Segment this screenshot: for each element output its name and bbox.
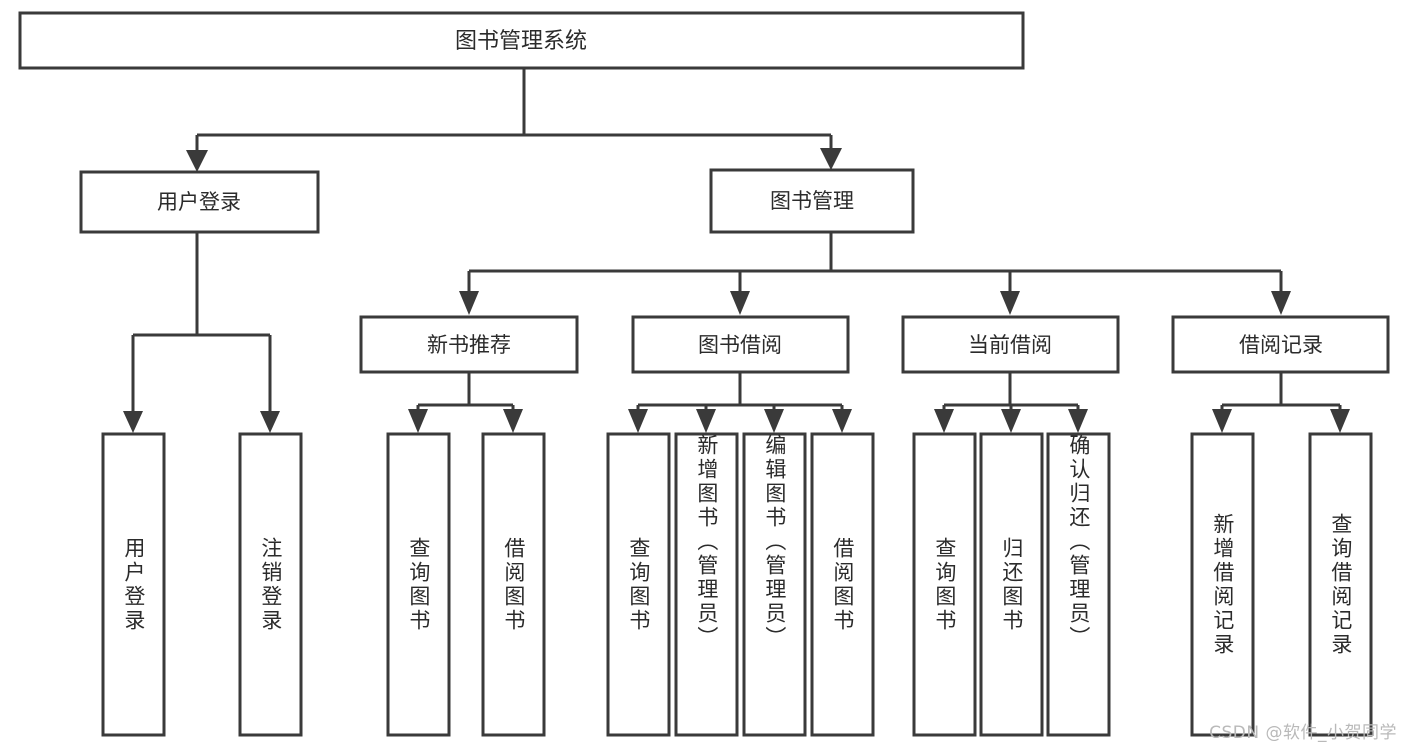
arrow-head-leaf-query-book-2 — [628, 409, 648, 433]
node-box-leaf-add-record[interactable] — [1190, 432, 1255, 737]
arrow-head-new-book-recommend — [459, 291, 479, 315]
node-book-borrow[interactable]: 图书借阅 — [631, 315, 850, 374]
arrow-head-leaf-confirm-return — [1068, 409, 1088, 433]
node-user-login[interactable]: 用户登录 — [79, 170, 320, 234]
node-box-leaf-query-book-2[interactable] — [606, 432, 671, 737]
node-box-leaf-borrow-book-2[interactable] — [810, 432, 875, 737]
arrow-head-borrow-record — [1271, 291, 1291, 315]
arrow-head-leaf-add-record — [1212, 409, 1232, 433]
arrow-head-leaf-user-login — [123, 411, 143, 433]
connector-group-user-login — [123, 232, 280, 433]
node-root[interactable]: 图书管理系统 — [18, 11, 1025, 70]
node-box-root[interactable] — [18, 11, 1025, 70]
arrow-head-user-login — [186, 150, 208, 172]
node-box-user-login[interactable] — [79, 170, 320, 234]
connector-group-book-borrow — [628, 372, 852, 433]
node-box-current-borrow[interactable] — [901, 315, 1120, 374]
arrow-head-leaf-edit-book — [764, 409, 784, 433]
node-box-leaf-query-book-1[interactable] — [386, 432, 451, 737]
arrow-head-book-manage — [820, 148, 842, 170]
node-book-manage[interactable]: 图书管理 — [709, 168, 915, 234]
leaf-boxes — [101, 432, 1373, 737]
connector-group-current-borrow — [934, 372, 1088, 433]
node-box-leaf-borrow-book-1[interactable] — [481, 432, 546, 737]
node-label-current-borrow: 当前借阅 — [968, 333, 1052, 357]
csdn-watermark: CSDN @软件_小贺同学 — [1209, 723, 1397, 743]
node-box-leaf-add-book[interactable] — [674, 432, 739, 737]
arrow-head-leaf-borrow-book-2 — [832, 409, 852, 433]
connector-group-root — [186, 68, 842, 172]
node-box-leaf-user-logout[interactable] — [238, 432, 303, 737]
node-box-leaf-confirm-return[interactable] — [1046, 432, 1111, 737]
arrow-head-leaf-query-book-1 — [408, 409, 428, 433]
node-box-new-book-recommend[interactable] — [359, 315, 579, 374]
arrow-head-book-borrow — [730, 291, 750, 315]
connector-group-borrow-record — [1212, 372, 1350, 433]
node-box-borrow-record[interactable] — [1171, 315, 1390, 374]
node-box-leaf-query-record[interactable] — [1308, 432, 1373, 737]
arrow-head-leaf-return-book — [1001, 409, 1021, 433]
arrow-head-leaf-query-book-3 — [934, 409, 954, 433]
arrow-head-current-borrow — [1000, 291, 1020, 315]
node-new-book-recommend[interactable]: 新书推荐 — [359, 315, 579, 374]
node-box-book-manage[interactable] — [709, 168, 915, 234]
node-label-root: 图书管理系统 — [455, 29, 587, 54]
arrow-head-leaf-add-book — [696, 409, 716, 433]
node-current-borrow[interactable]: 当前借阅 — [901, 315, 1120, 374]
node-borrow-record[interactable]: 借阅记录 — [1171, 315, 1390, 374]
node-label-new-book-recommend: 新书推荐 — [427, 333, 511, 357]
node-box-leaf-query-book-3[interactable] — [912, 432, 977, 737]
node-box-leaf-return-book[interactable] — [979, 432, 1044, 737]
node-box-leaf-user-login[interactable] — [101, 432, 166, 737]
node-box-book-borrow[interactable] — [631, 315, 850, 374]
node-box-leaf-edit-book[interactable] — [742, 432, 807, 737]
arrow-head-leaf-user-logout — [260, 411, 280, 433]
connector-group-book-manage — [459, 232, 1291, 315]
node-label-book-borrow: 图书借阅 — [698, 333, 782, 357]
arrow-head-leaf-query-record — [1330, 409, 1350, 433]
connector-group-new-book-recommend — [408, 372, 523, 433]
node-label-user-login: 用户登录 — [157, 190, 241, 214]
arrow-head-leaf-borrow-book-1 — [503, 409, 523, 433]
node-label-borrow-record: 借阅记录 — [1239, 333, 1323, 357]
node-label-book-manage: 图书管理 — [770, 189, 854, 213]
